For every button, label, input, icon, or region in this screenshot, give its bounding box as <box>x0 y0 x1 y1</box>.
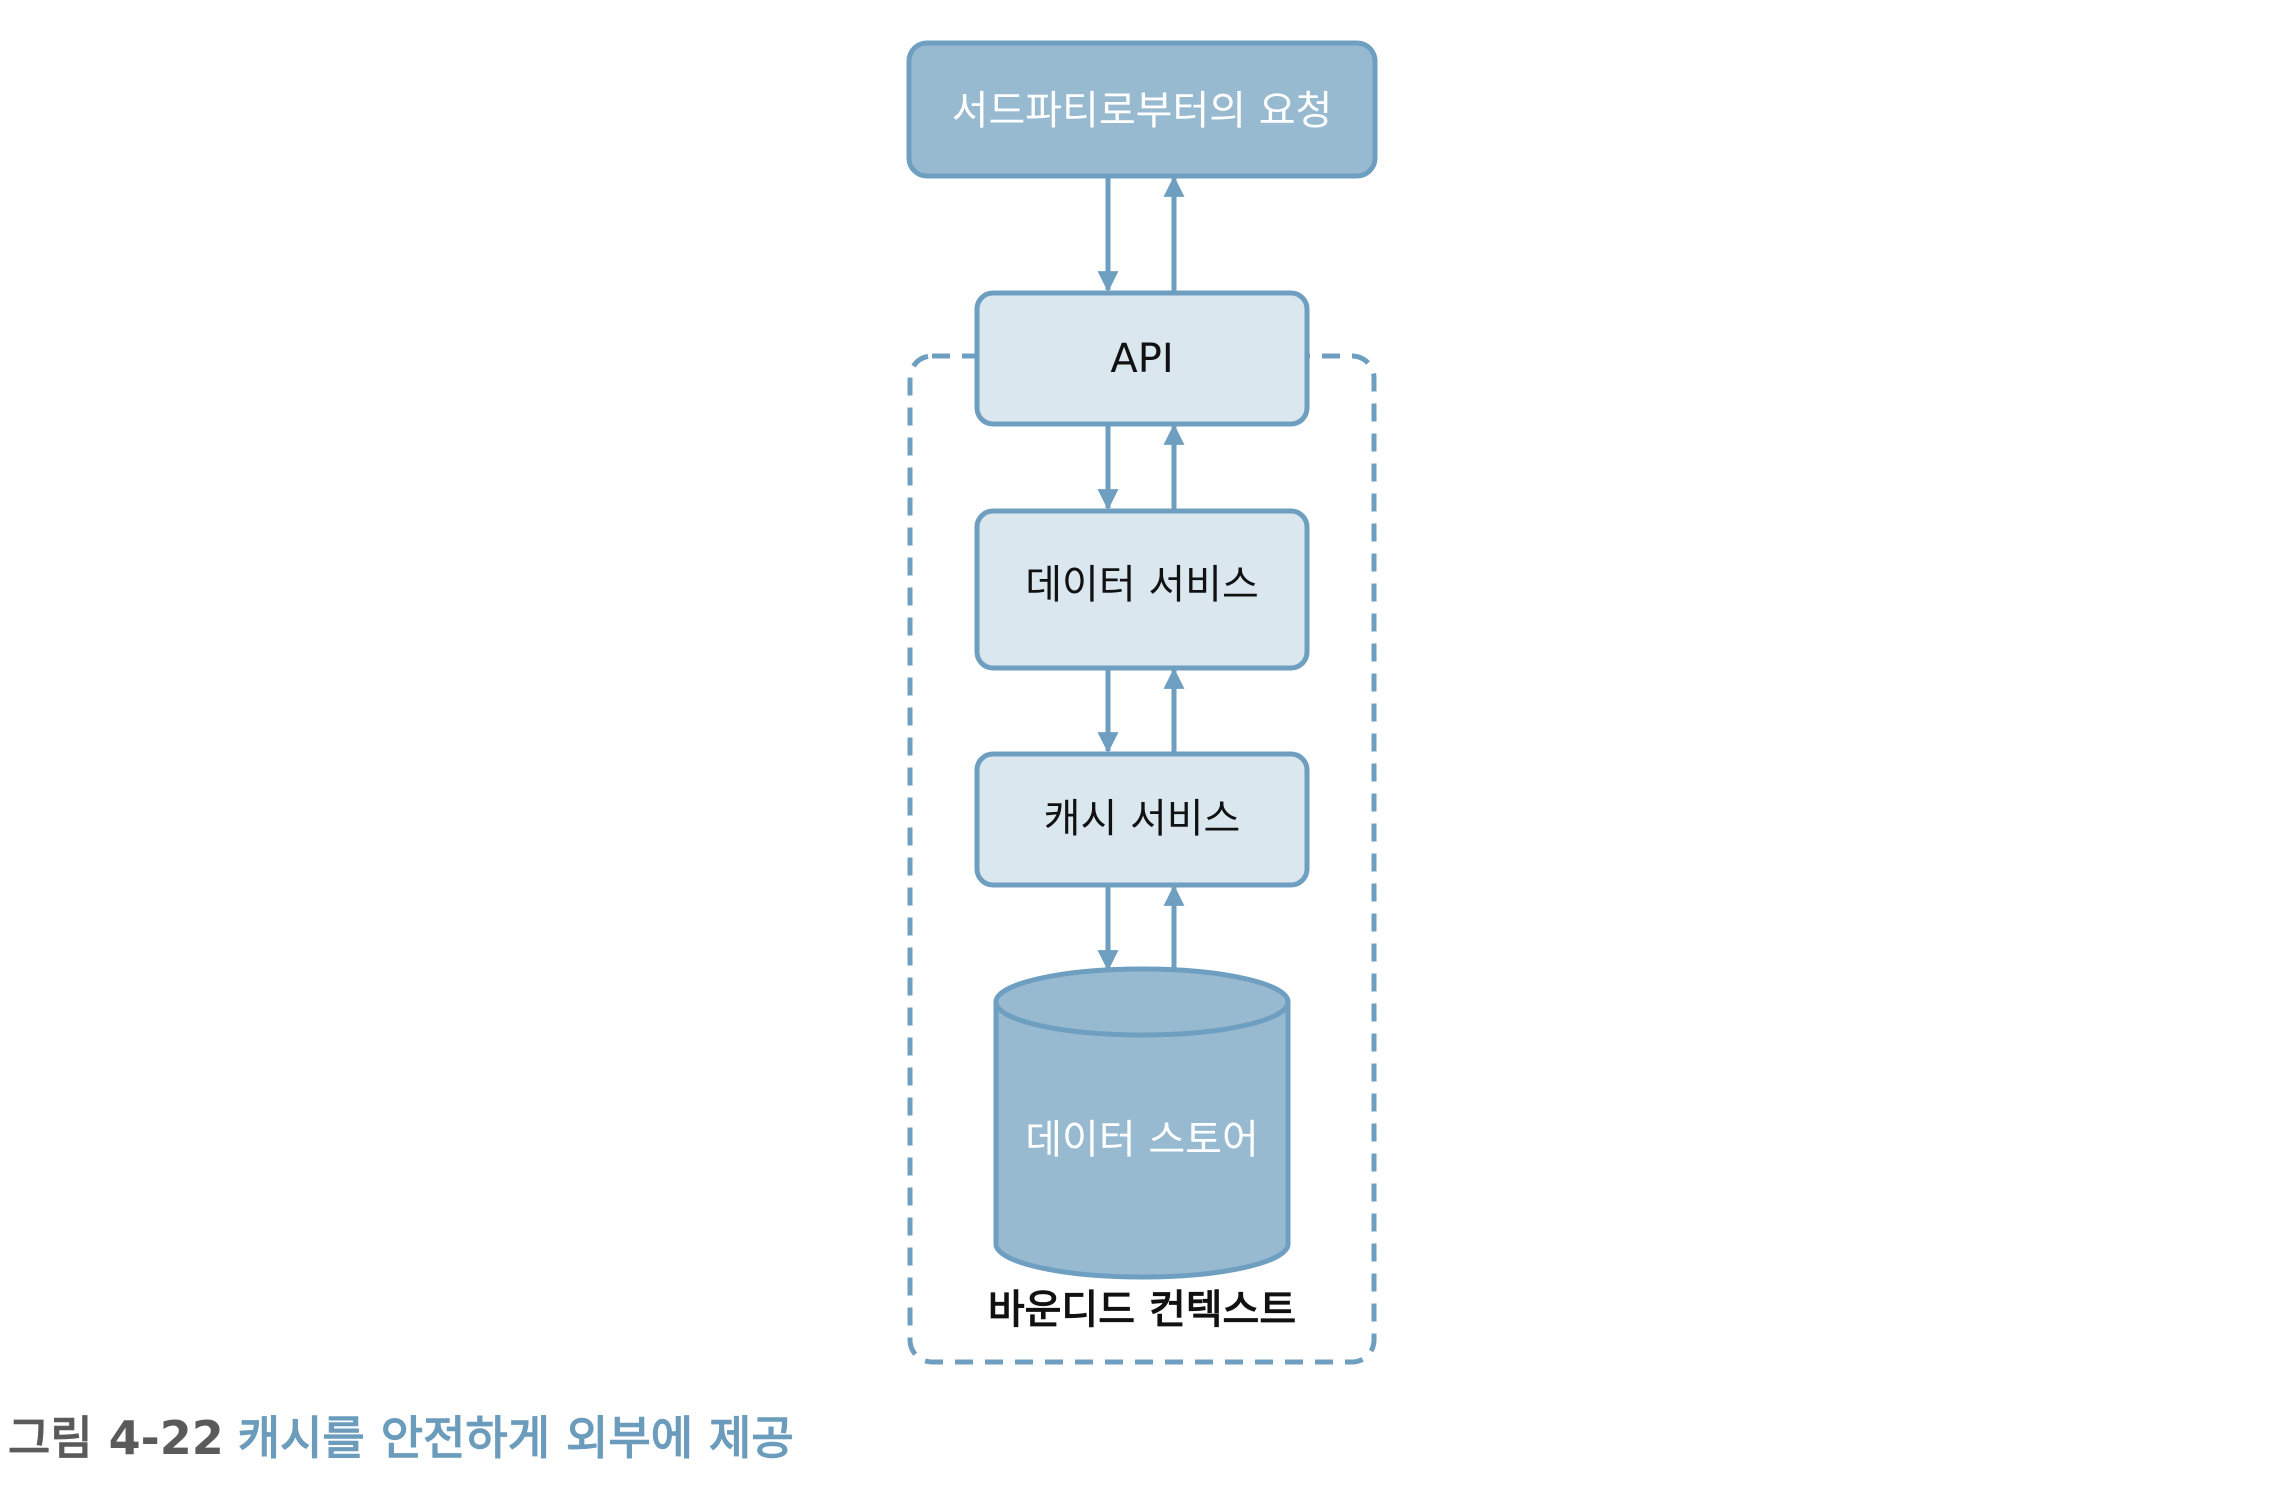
figure-title: 캐시를 안전하게 외부에 제공 <box>237 1411 794 1465</box>
data-store-node: 데이터 스토어 <box>993 966 1291 1280</box>
figure-number: 그림 4-22 <box>8 1411 224 1465</box>
third-party-request-label: 서드파티로부터의 요청 <box>952 88 1333 134</box>
data-service-label: 데이터 서비스 <box>1025 562 1259 608</box>
third-party-request-node: 서드파티로부터의 요청 <box>906 40 1378 179</box>
api-node: API <box>974 290 1310 427</box>
data-service-node: 데이터 서비스 <box>974 508 1310 671</box>
api-label: API <box>1110 336 1173 382</box>
cache-service-node: 캐시 서비스 <box>974 751 1310 888</box>
bounded-context-label: 바운디드 컨텍스트 <box>988 1287 1296 1333</box>
data-store-label: 데이터 스토어 <box>1025 1117 1259 1163</box>
cache-service-label: 캐시 서비스 <box>1044 796 1241 842</box>
